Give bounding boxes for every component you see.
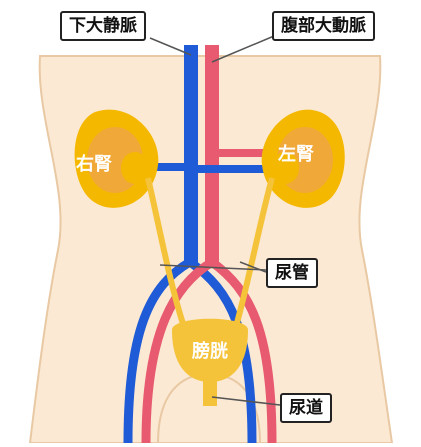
right-kidney-label: 右腎 (76, 153, 112, 175)
ureter-label: 尿管 (266, 258, 318, 288)
left-kidney-label: 左腎 (278, 143, 314, 165)
renal-vein-left (184, 165, 266, 173)
abdominal-aorta-label: 腹部大動脈 (272, 11, 375, 41)
renal-artery-left (205, 149, 265, 157)
inferior-vena-cava-label: 下大静脈 (60, 11, 146, 41)
urethra (203, 378, 217, 406)
urethra-label: 尿道 (280, 393, 332, 423)
bladder-label: 膀胱 (191, 340, 228, 362)
inferior-vena-cava (184, 45, 198, 267)
